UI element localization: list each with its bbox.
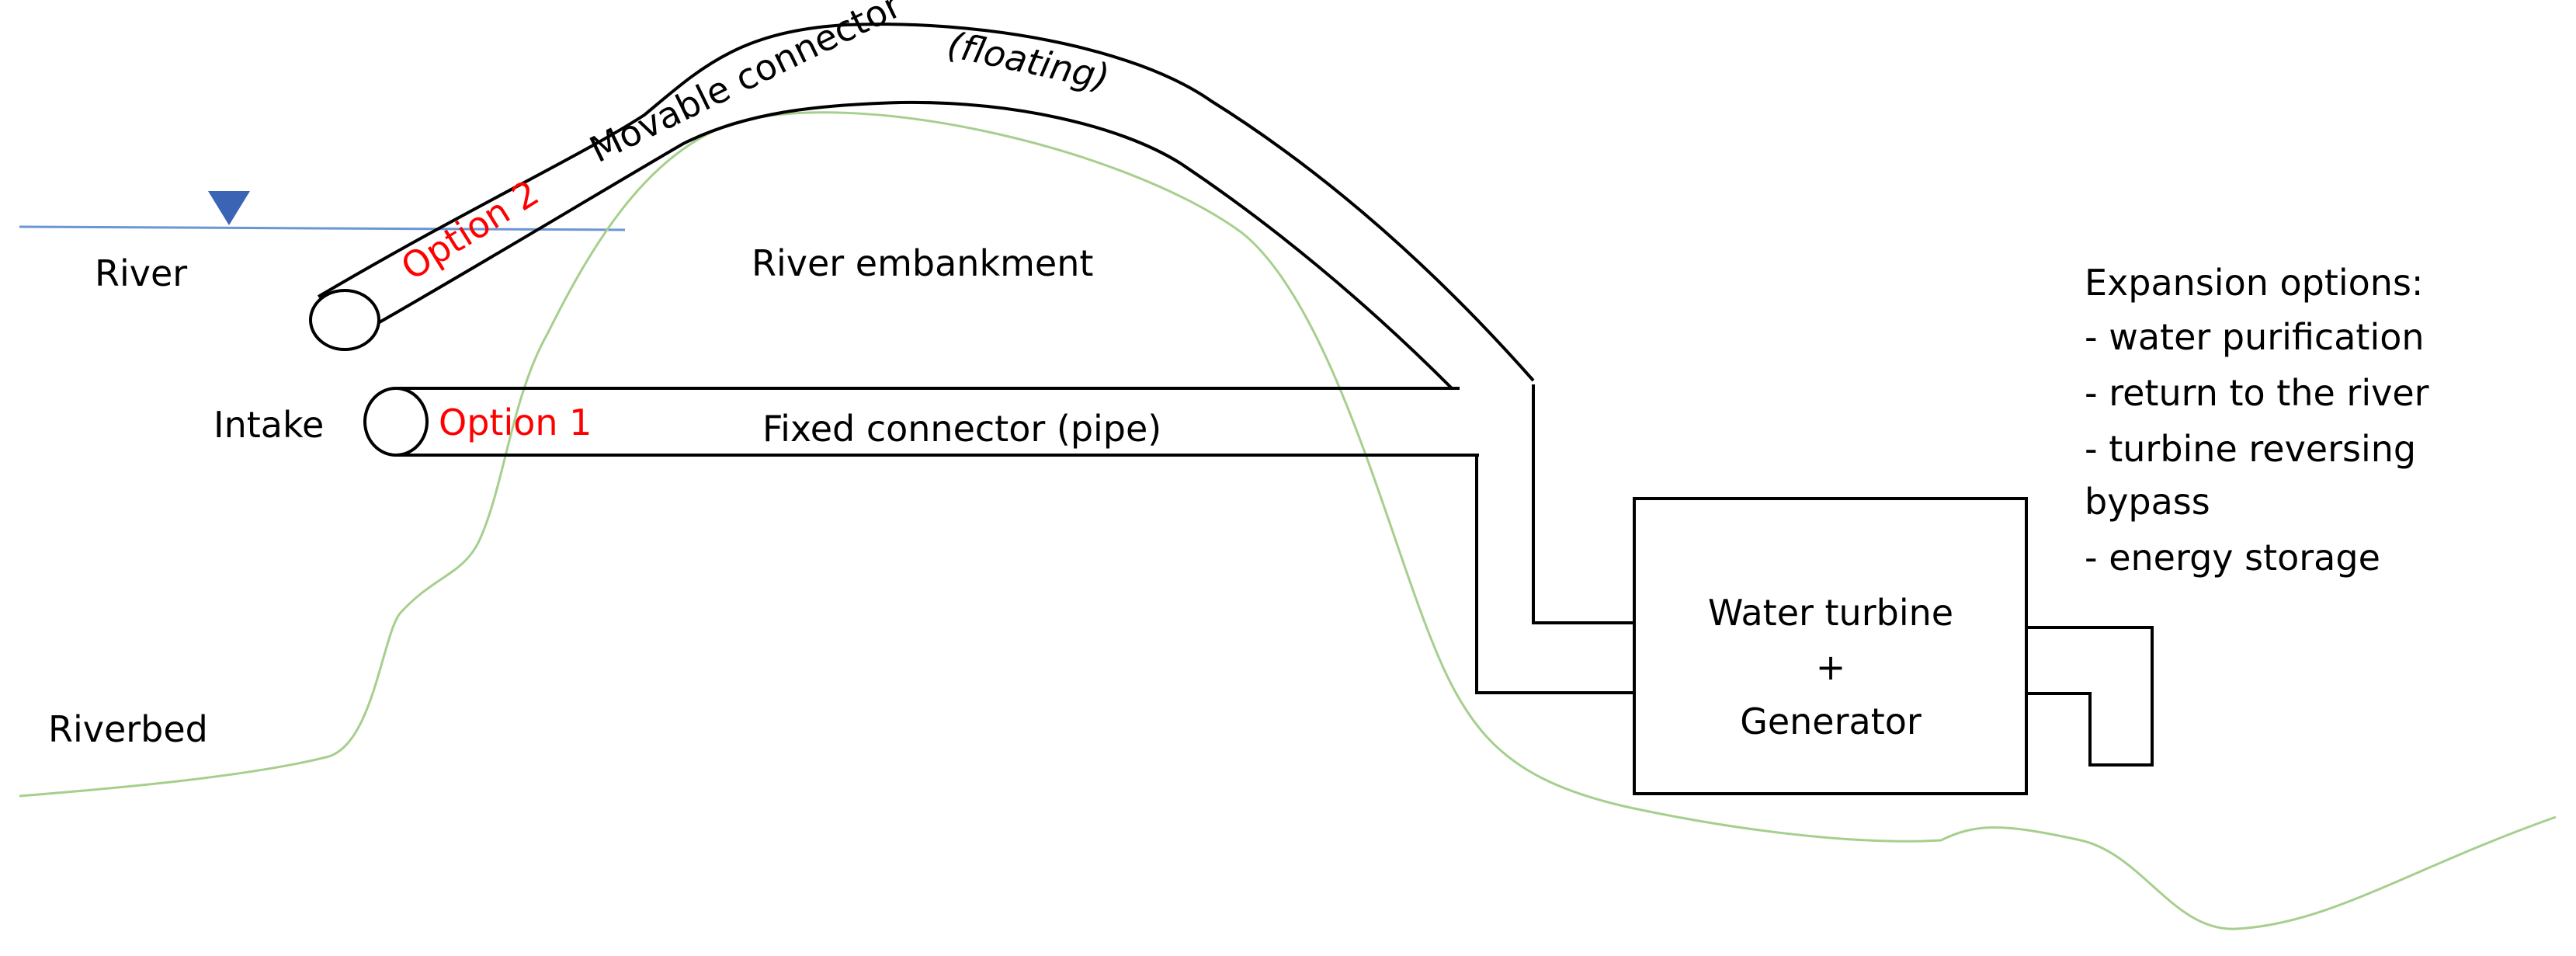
river-embankment-label: River embankment (752, 242, 1093, 284)
outlet-pipe (2026, 626, 2154, 767)
fixed-connector-intake-opening (363, 387, 429, 457)
expansion-title: Expansion options: (2085, 262, 2423, 304)
water-level-marker-icon (208, 191, 250, 225)
turbine-label-plus: + (1816, 646, 1846, 688)
option-1-label: Option 1 (439, 402, 592, 443)
expansion-item: - turbine reversing (2085, 428, 2416, 470)
movable-connector-label: Movable connector (583, 0, 908, 171)
intake-label: Intake (214, 404, 324, 446)
movable-downpipe (1532, 384, 1634, 624)
terrain-line (19, 111, 2557, 930)
movable-connector-bottom-edge (372, 100, 1453, 390)
expansion-item: - water purification (2085, 316, 2425, 358)
turbine-label-line1: Water turbine (1708, 592, 1953, 634)
expansion-item: bypass (2085, 481, 2210, 523)
expansion-item: - energy storage (2085, 537, 2380, 579)
floating-label: (floating) (944, 23, 1113, 99)
riverbed-label: Riverbed (48, 708, 208, 750)
expansion-options: Expansion options: - water purification … (2085, 262, 2429, 579)
expansion-item: - return to the river (2085, 372, 2429, 414)
river-label: River (95, 252, 187, 294)
turbine-label-line3: Generator (1740, 700, 1922, 742)
movable-connector-intake-opening (309, 289, 380, 351)
movable-connector-top-edge (317, 23, 1535, 382)
fixed-connector-label: Fixed connector (pipe) (762, 408, 1161, 450)
turbine-generator-box (1633, 497, 2028, 795)
fixed-downpipe (1475, 455, 1634, 694)
water-surface-line (19, 225, 626, 231)
